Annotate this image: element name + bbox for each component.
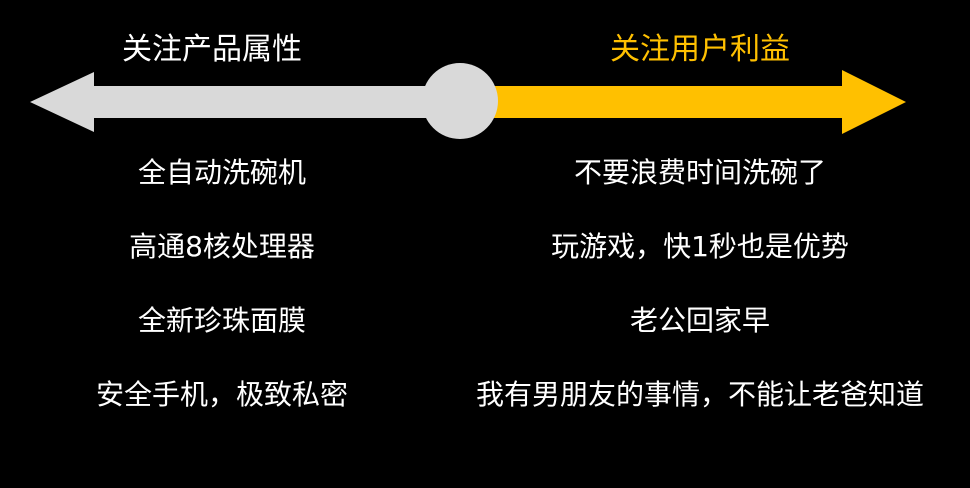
left-arrow [30, 72, 460, 132]
left-heading: 关注产品属性 [122, 32, 302, 67]
list-item: 全自动洗碗机 [137, 156, 307, 189]
center-circle [422, 63, 498, 139]
list-item: 全新珍珠面膜 [137, 304, 307, 337]
list-item: 高通8核处理器 [129, 230, 315, 263]
list-item: 不要浪费时间洗碗了 [573, 156, 827, 189]
list-item: 我有男朋友的事情，不能让老爸知道 [475, 378, 925, 411]
list-item: 玩游戏，快1秒也是优势 [551, 230, 849, 263]
right-heading: 关注用户利益 [610, 32, 790, 67]
list-item: 安全手机，极致私密 [95, 378, 349, 411]
list-item: 老公回家早 [629, 304, 771, 337]
right-arrow [460, 70, 906, 134]
